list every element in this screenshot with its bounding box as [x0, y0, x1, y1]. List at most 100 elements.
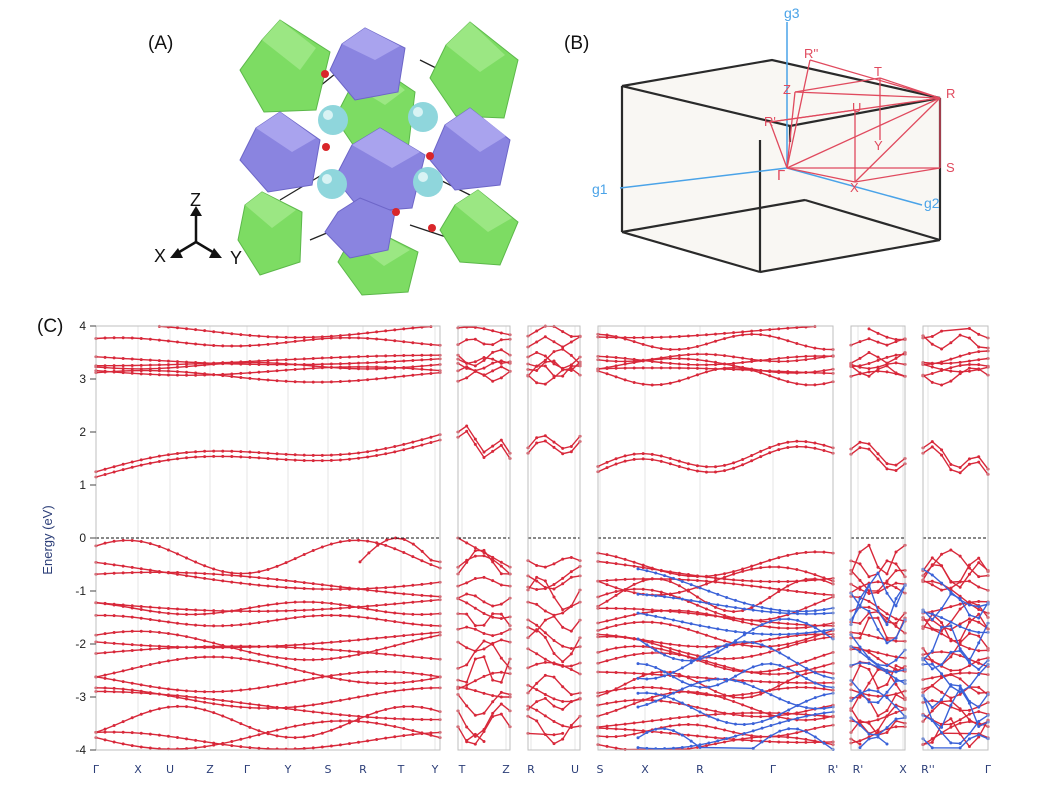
band-point	[121, 468, 125, 472]
band-point	[704, 465, 708, 469]
band-point	[930, 445, 934, 449]
y-tick-label: 3	[79, 372, 86, 386]
band-point	[930, 362, 934, 366]
band-point	[930, 659, 934, 663]
band-point	[175, 340, 179, 344]
band-point	[257, 583, 261, 587]
band-point	[867, 605, 871, 609]
band-point	[885, 690, 889, 694]
band-point	[623, 636, 627, 640]
band-point	[858, 340, 862, 344]
band-point	[429, 371, 433, 375]
band-point	[867, 591, 871, 595]
band-point	[157, 647, 161, 651]
band-curve	[922, 363, 989, 373]
band-point	[742, 631, 746, 635]
band-point	[230, 718, 234, 722]
band-point	[347, 614, 351, 618]
band-point	[723, 337, 727, 341]
band-point	[221, 579, 225, 583]
band-point	[813, 696, 817, 700]
band-point	[175, 704, 179, 708]
band-point	[139, 337, 143, 341]
band-point	[257, 733, 261, 737]
kpoint-label-r-prime: R'	[828, 763, 839, 776]
band-point	[320, 641, 324, 645]
band-point	[723, 354, 727, 358]
band-point	[813, 626, 817, 630]
band-point	[714, 689, 717, 693]
band-point	[605, 701, 609, 705]
band-point	[885, 653, 889, 657]
band-point	[813, 707, 817, 711]
band-point	[157, 644, 161, 648]
band-point	[239, 722, 243, 726]
band-point	[734, 679, 737, 683]
band-point	[212, 702, 216, 706]
band-point	[366, 450, 370, 454]
band-point	[320, 731, 324, 735]
band-point	[704, 582, 708, 586]
band-point	[663, 670, 667, 674]
band-point	[958, 585, 962, 589]
band-point	[787, 701, 791, 705]
band-point	[194, 575, 198, 579]
band-point	[121, 642, 125, 646]
band-point	[239, 455, 243, 459]
band-point	[741, 361, 745, 365]
band-point	[535, 436, 539, 440]
kpoint-label-s: S	[597, 763, 604, 776]
band-point	[680, 620, 684, 624]
band-point	[465, 338, 469, 342]
band-point	[175, 457, 179, 461]
band-point	[949, 669, 953, 673]
band-point	[894, 581, 898, 585]
band-point	[977, 649, 981, 653]
band-point	[491, 700, 495, 704]
band-point	[940, 448, 944, 452]
band-point	[420, 358, 424, 362]
band-point	[465, 686, 469, 690]
band-point	[930, 746, 934, 750]
band-point	[175, 552, 179, 556]
band-point	[741, 656, 745, 660]
band-point	[121, 669, 125, 673]
band-point	[552, 704, 556, 708]
band-point	[411, 717, 415, 721]
band-point	[175, 612, 179, 616]
band-point	[366, 367, 370, 371]
band-point	[707, 650, 711, 654]
band-point	[677, 347, 681, 351]
band-point	[695, 595, 699, 599]
band-point	[157, 619, 161, 623]
band-point	[858, 719, 862, 723]
band-point	[659, 568, 663, 572]
band-point	[741, 583, 745, 587]
band-point	[402, 641, 406, 645]
band-point	[393, 611, 397, 615]
band-point	[714, 736, 717, 740]
band-point	[958, 364, 962, 368]
band-point	[384, 635, 388, 639]
band-point	[175, 694, 179, 698]
band-point	[759, 715, 763, 719]
band-point	[760, 643, 764, 647]
band-point	[293, 643, 297, 647]
band-point	[239, 705, 243, 709]
band-point	[949, 462, 953, 466]
kpoint-label-y: Y	[284, 763, 292, 776]
band-point	[786, 740, 790, 744]
band-point	[650, 610, 654, 614]
band-point	[465, 366, 469, 370]
band-point	[329, 380, 333, 384]
band-point	[654, 594, 658, 598]
band-point	[212, 697, 216, 701]
band-point	[605, 460, 609, 464]
band-point	[499, 616, 503, 620]
band-point	[741, 679, 745, 683]
band-point	[347, 719, 351, 723]
band-point	[759, 735, 763, 739]
band-point	[311, 459, 315, 463]
band-point	[552, 350, 556, 354]
band-point	[420, 593, 424, 597]
